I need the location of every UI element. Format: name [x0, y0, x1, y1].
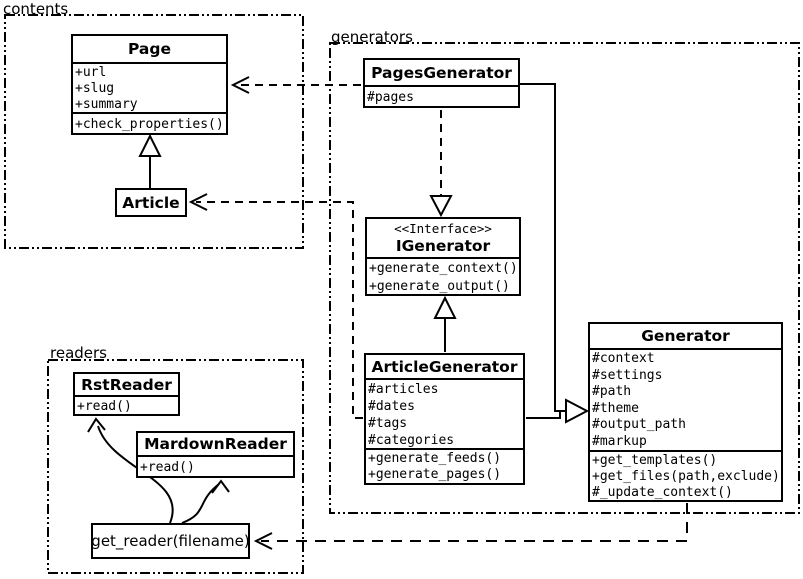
class-attributes-page: +url +slug +summary: [73, 62, 226, 112]
method: +generate_output(): [369, 278, 510, 294]
method: +generate_pages(): [368, 467, 502, 482]
method: #_update_context(): [592, 485, 733, 500]
class-box-rstreader: RstReader +read(): [73, 372, 180, 416]
attribute: #articles: [368, 382, 439, 397]
method: +get_templates(): [592, 453, 718, 468]
class-box-articlegenerator: ArticleGenerator #articles #dates #tags …: [364, 353, 525, 485]
method: +check_properties(): [75, 117, 224, 132]
class-title-page: Page: [127, 40, 171, 58]
class-title-generator: Generator: [641, 327, 730, 345]
attribute: #context: [592, 351, 655, 366]
class-box-mardownreader: MardownReader +read(): [136, 431, 295, 478]
dependency-generator-to-getreader-line: [261, 503, 688, 542]
arrowhead-mardownreader: [211, 479, 230, 494]
attribute: #settings: [592, 367, 663, 383]
package-label-generators: generators: [331, 28, 413, 46]
class-methods-articlegenerator: +generate_feeds() +generate_pages(): [366, 448, 523, 483]
class-attributes-pagesgenerator: #pages: [365, 85, 518, 106]
attribute: #output_path: [592, 417, 686, 433]
method: +read(): [140, 460, 195, 475]
class-box-article: Article: [115, 188, 187, 217]
class-title-igenerator: IGenerator: [395, 237, 491, 255]
method: +read(): [77, 399, 132, 414]
package-border-readers: [47, 359, 304, 574]
class-methods-rstreader: +read(): [75, 395, 178, 414]
class-title-rstreader: RstReader: [81, 375, 172, 394]
class-box-pagesgenerator: PagesGenerator #pages: [363, 58, 520, 108]
class-title-articlegenerator: ArticleGenerator: [371, 357, 518, 376]
package-label-readers: readers: [50, 344, 107, 362]
attribute: #markup: [592, 433, 647, 449]
generalization-triangle-generator-left: [565, 398, 590, 424]
node-label-get-reader: get_reader(filename): [91, 532, 250, 550]
class-box-igenerator: <<Interface>> IGenerator +generate_conte…: [365, 217, 521, 296]
class-methods-page: +check_properties(): [73, 112, 226, 133]
attribute: #path: [592, 384, 632, 400]
attribute: +summary: [75, 97, 138, 112]
generalization-articlegenerator-to-generator-line: [526, 411, 561, 419]
class-box-generator: Generator #context #settings #path #them…: [588, 322, 783, 502]
class-attributes-generator: #context #settings #path #theme #output_…: [590, 348, 781, 450]
dependency-articlegenerator-to-article-line: [196, 201, 363, 419]
generalization-pagesgenerator-to-generator-line: [520, 83, 565, 412]
method: +get_files(path,exclude): [592, 469, 779, 484]
node-box-get-reader: get_reader(filename): [91, 523, 250, 559]
method: +generate_context(): [369, 260, 517, 276]
method: +generate_feeds(): [368, 451, 502, 466]
attribute: #theme: [592, 400, 639, 416]
dependency-arrowhead-page: [230, 76, 250, 94]
class-title-article: Article: [122, 193, 180, 212]
package-border-generators: [329, 42, 800, 514]
class-methods-generator: +get_templates() +get_files(path,exclude…: [590, 450, 781, 500]
arrowhead-rstreader: [87, 417, 106, 433]
attribute: #tags: [368, 416, 408, 431]
dependency-arrowhead-getreader: [253, 532, 273, 550]
class-header-igenerator: <<Interface>> IGenerator: [367, 219, 519, 257]
dependency-arrowhead-article: [188, 193, 208, 211]
class-attributes-articlegenerator: #articles #dates #tags #categories: [366, 378, 523, 448]
class-box-page: Page +url +slug +summary +check_properti…: [71, 34, 228, 135]
realization-triangle-igenerator-top: [429, 195, 453, 218]
arrow-getreader-to-mardownreader-curve: [181, 483, 220, 524]
attribute: +url: [75, 65, 107, 80]
generalization-triangle-igenerator-bottom: [433, 295, 457, 319]
class-title-mardownreader: MardownReader: [144, 435, 287, 453]
attribute: #pages: [367, 90, 414, 105]
class-stereotype-igenerator: <<Interface>>: [394, 221, 492, 236]
generalization-triangle-page-bottom: [138, 133, 162, 157]
attribute: +slug: [75, 81, 115, 96]
package-border-contents: [4, 14, 304, 249]
class-methods-mardownreader: +read(): [138, 455, 293, 476]
attribute: #dates: [368, 399, 415, 414]
attribute: #categories: [368, 433, 455, 448]
class-title-pagesgenerator: PagesGenerator: [371, 63, 512, 82]
package-label-contents: contents: [3, 0, 69, 18]
class-methods-igenerator: +generate_context() +generate_output(): [367, 256, 519, 294]
